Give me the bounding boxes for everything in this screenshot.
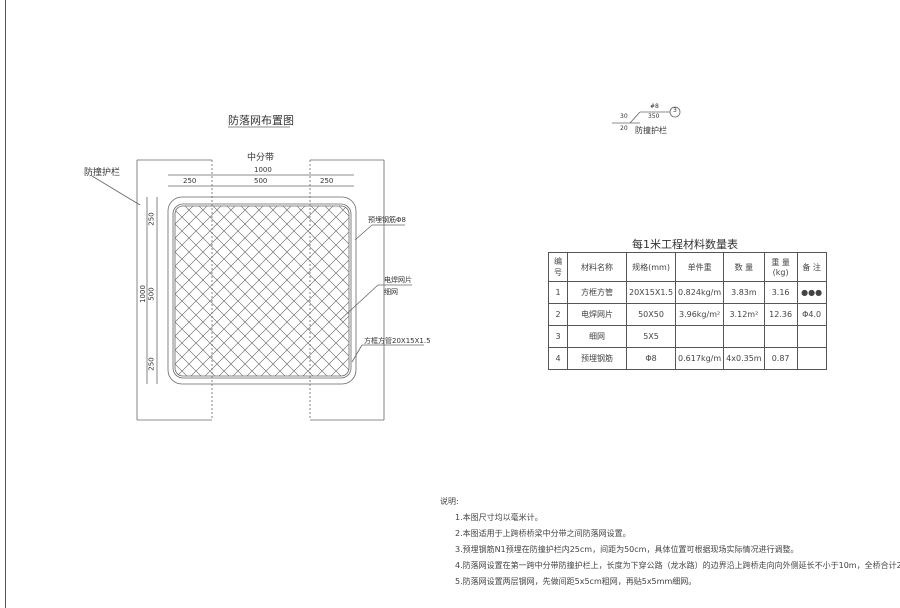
cell: 电焊网片 (567, 303, 627, 326)
header-cell: 单件重 (675, 252, 725, 282)
cell: Φ4.0 (796, 303, 827, 326)
fine-mesh-label: 细网 (384, 288, 398, 296)
detail-h2: 20 (620, 125, 628, 132)
dim-mid: 500 (254, 177, 268, 185)
dim-right: 250 (320, 177, 334, 185)
cell: 50X50 (625, 303, 677, 326)
cell: 3.12m² (723, 303, 765, 326)
dim-total: 1000 (254, 166, 272, 174)
cell (675, 325, 725, 348)
cell: 5X5 (625, 325, 677, 348)
cell: 2 (548, 303, 568, 326)
cell: 3.96kg/m² (675, 303, 725, 326)
cell: 预埋钢筋 (567, 347, 627, 370)
cell: 0.824kg/m (675, 281, 725, 304)
vdim-mid: 500 (147, 287, 156, 301)
dim-left: 250 (183, 177, 197, 185)
note-item: 1.本图尺寸均以毫米计。 (455, 513, 543, 522)
median-label: 中分带 (247, 153, 275, 163)
detail-h1: 30 (620, 113, 628, 120)
cell: 1 (548, 281, 568, 304)
table-title: 每1米工程材料数量表 (632, 238, 738, 251)
header-cell: 备 注 (796, 252, 827, 282)
cell: 3.83m (723, 281, 765, 304)
vdim-total: 1000 (138, 285, 147, 303)
rebar-label: 预埋钢筋Φ8 (368, 216, 406, 224)
header-cell: 重 量(kg) (763, 252, 798, 282)
cell (796, 325, 827, 348)
cell: 3 (548, 325, 568, 348)
cell: 细网 (567, 325, 627, 348)
cell (763, 325, 798, 348)
guardrail-label: 防撞护栏 (84, 168, 121, 178)
cell: 0.87 (763, 347, 798, 370)
cell: 0.617kg/m (675, 347, 725, 370)
detail-label: 防撞护栏 (635, 126, 667, 135)
detail-top: #8 (650, 103, 659, 110)
note-item: 2.本图适用于上跨桥桥梁中分带之间防落网设置。 (455, 529, 631, 538)
header-cell: 材料名称 (567, 252, 627, 282)
tube-label: 方框方管20X15X1.5 (364, 337, 431, 345)
cell: 4 (548, 347, 568, 370)
plan-title: 防落网布置图 (228, 114, 294, 127)
note-item: 5.防落网设置两层钢网，先做间距5x5cm粗网，再贴5x5mm细网。 (455, 577, 697, 586)
notes-title: 说明: (440, 497, 459, 506)
note-item: 4.防落网设置在第一跨中分带防撞护栏上，长度为下穿公路（龙水路）的边界沿上跨桥走… (455, 561, 900, 570)
detail-len: 350 (648, 113, 660, 120)
mesh-label: 电焊网片 (384, 276, 412, 284)
drawing-frame-left (5, 0, 6, 608)
cell (723, 325, 765, 348)
note-item: 3.预埋钢筋N1预埋在防撞护栏内25cm，间距为50cm，具体位置可根据现场实际… (455, 545, 799, 554)
cell: ●●● (796, 281, 827, 304)
cell: 3.16 (763, 281, 798, 304)
cell: 4x0.35m (723, 347, 765, 370)
cell: 20X15X1.5 (625, 281, 677, 304)
vdim-bottom: 250 (147, 357, 156, 371)
cell: 12.36 (763, 303, 798, 326)
header-cell: 编号 (548, 252, 568, 282)
cell: Φ8 (625, 347, 677, 370)
detail-mark: 3 (673, 107, 677, 114)
cell: 方框方管 (567, 281, 627, 304)
header-cell: 数 量 (723, 252, 765, 282)
cell (796, 347, 827, 370)
vdim-top: 250 (147, 212, 156, 226)
header-cell: 规格(mm) (625, 252, 677, 282)
